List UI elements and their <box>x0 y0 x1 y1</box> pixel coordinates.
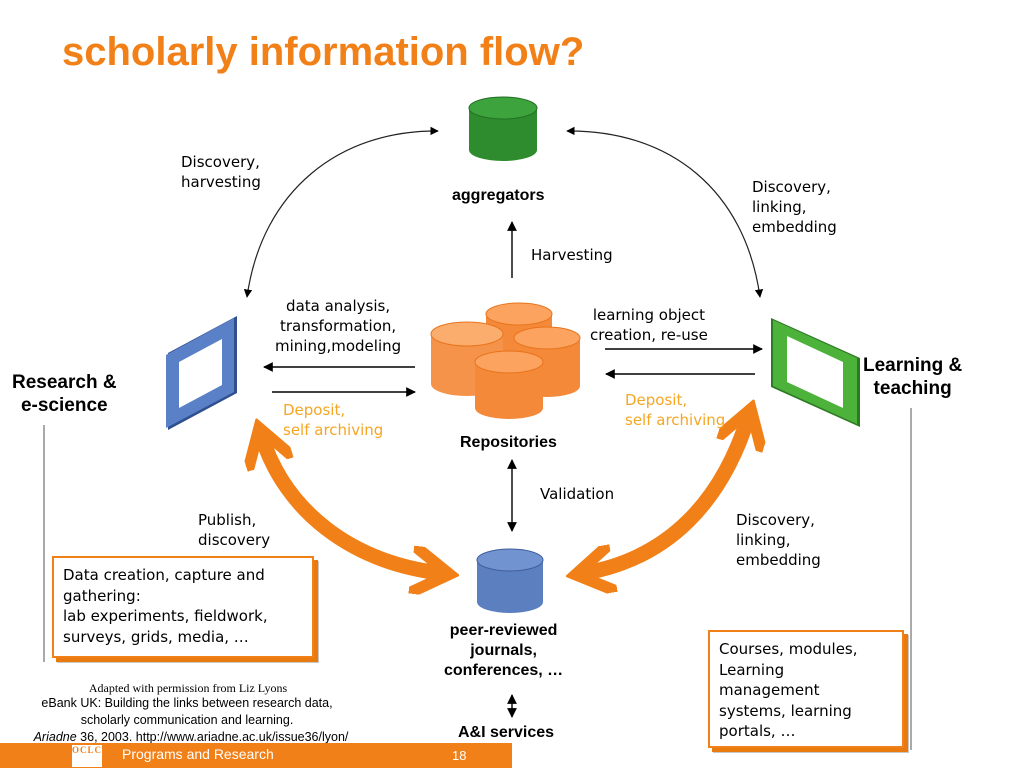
learning-object-label: learning object creation, re-use <box>590 306 708 344</box>
arc-arrow-learning-aggregators <box>566 126 764 298</box>
credit-source: eBank UK: Building the links between res… <box>41 696 333 727</box>
orange-database-cluster-icon <box>430 302 581 419</box>
green-frame-icon <box>771 318 860 427</box>
blue-database-icon <box>476 548 544 613</box>
harvesting-label: Harvesting <box>531 246 613 264</box>
credit-citation-text: 36, 2003. http://www.ariadne.ac.uk/issue… <box>76 730 349 744</box>
discovery-harvesting-label: Discovery, harvesting <box>181 153 261 191</box>
peer-reviewed-label: peer-reviewed journals, conferences, … <box>444 622 564 679</box>
arc-arrow-research-aggregators <box>243 126 439 298</box>
credit-citation: Ariadne 36, 2003. http://www.ariadne.ac.… <box>12 729 370 746</box>
discovery-linking-bottom-label: Discovery, linking, embedding <box>736 511 821 569</box>
learning-systems-box: Courses, modules, Learning management sy… <box>708 630 904 748</box>
research-data-box: Data creation, capture and gathering: la… <box>52 556 314 658</box>
page-title: scholarly information flow? <box>62 30 585 74</box>
repositories-label: Repositories <box>460 434 557 451</box>
aggregators-label: aggregators <box>452 187 545 204</box>
blue-frame-icon <box>166 316 237 430</box>
discovery-linking-top-label: Discovery, linking, embedding <box>752 178 837 236</box>
credit-journal: Ariadne <box>33 730 77 744</box>
research-label: Research & e-science <box>12 372 117 416</box>
data-analysis-label: data analysis, transformation, mining,mo… <box>275 297 402 355</box>
page-number: 18 <box>452 748 467 763</box>
orange-arrow-learning-journals <box>585 418 748 573</box>
deposit-left-label: Deposit, self archiving <box>283 401 384 439</box>
learning-label: Learning & teaching <box>863 355 963 399</box>
validation-label: Validation <box>540 485 615 503</box>
credit-line: Adapted with permission from Liz Lyons <box>88 681 288 695</box>
oclc-logo: OCLC <box>72 745 102 767</box>
green-database-icon <box>468 96 538 161</box>
deposit-right-label: Deposit, self archiving <box>625 391 726 429</box>
publish-discovery-label: Publish, discovery <box>198 511 271 549</box>
orange-arrow-research-journals <box>262 437 440 573</box>
ai-services-label: A&I services <box>458 724 555 741</box>
footer-label: Programs and Research <box>122 746 274 762</box>
